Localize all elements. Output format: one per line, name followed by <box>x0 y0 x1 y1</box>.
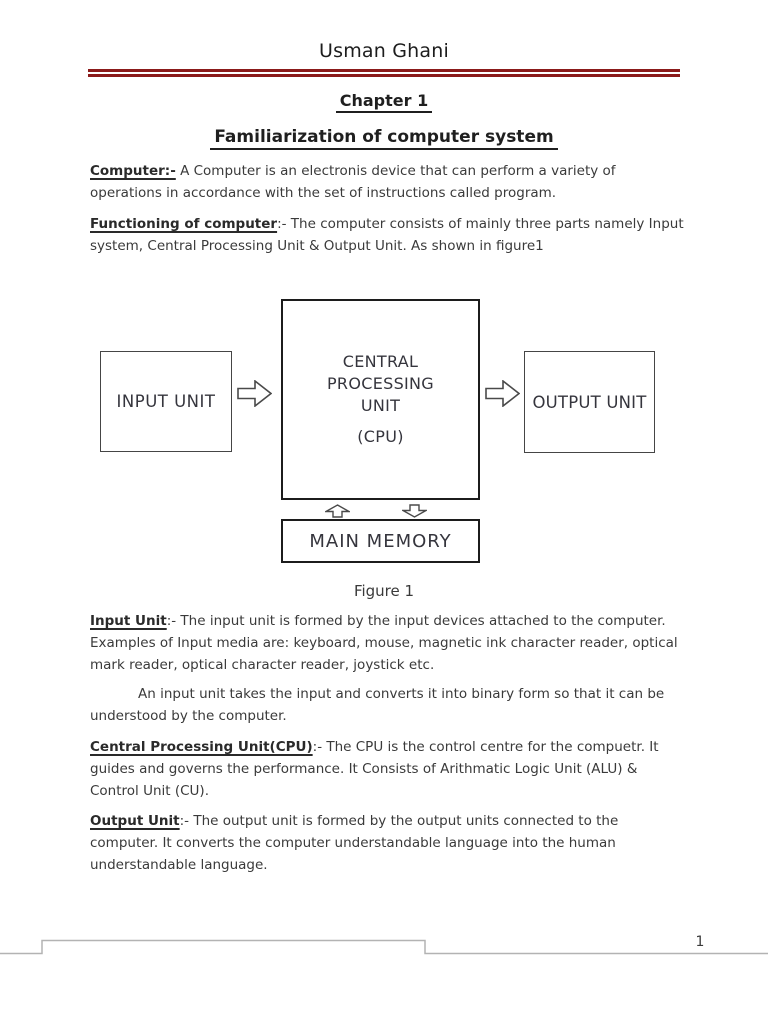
chapter-heading-text: Chapter 1 <box>335 91 433 113</box>
paragraph-output-unit-lead: Output Unit <box>90 813 180 829</box>
arrow-down-icon <box>402 504 427 518</box>
page-number: 1 <box>695 934 705 950</box>
diagram-output-unit-box: OUTPUT UNIT <box>524 351 655 453</box>
arrow-right-icon <box>485 380 520 407</box>
paragraph-computer: Computer:- A Computer is an electronis d… <box>90 160 690 204</box>
diagram-cpu-box: CENTRAL PROCESSING UNIT (CPU) <box>281 299 480 500</box>
paragraph-cpu: Central Processing Unit(CPU):- The CPU i… <box>90 736 690 802</box>
paragraph-input-unit-text: The input unit is formed by the input de… <box>90 613 678 673</box>
figure-caption: Figure 1 <box>353 582 415 600</box>
chapter-heading: Chapter 1 <box>0 91 768 113</box>
header-double-rule <box>88 69 680 77</box>
paragraph-computer-text: A Computer is an electronis device that … <box>90 163 616 201</box>
paragraph-output-unit: Output Unit:- The output unit is formed … <box>90 810 690 876</box>
paragraph-functioning: Functioning of computer:- The computer c… <box>90 213 690 257</box>
page-title-text: Familiarization of computer system <box>210 127 558 150</box>
paragraph-functioning-lead: Functioning of computer <box>90 216 278 232</box>
cpu-label-sub: (CPU) <box>357 427 404 446</box>
paragraph-cpu-sep: :- <box>312 739 323 755</box>
cpu-label-line1: CENTRAL <box>342 352 419 371</box>
paragraph-functioning-sep: :- <box>277 216 287 232</box>
paragraph-input-unit-lead: Input Unit <box>90 613 167 629</box>
diagram-input-unit-box: INPUT UNIT <box>100 351 232 452</box>
paragraph-output-unit-text: The output unit is formed by the output … <box>90 813 619 873</box>
cpu-label-line3: UNIT <box>360 396 401 415</box>
arrow-right-icon <box>237 380 272 407</box>
author-header: Usman Ghani <box>319 40 449 62</box>
arrow-up-icon <box>325 504 350 518</box>
input-unit-label: INPUT UNIT <box>116 392 216 411</box>
footer-step-rule <box>0 939 768 955</box>
diagram-main-memory-box: MAIN MEMORY <box>281 519 480 563</box>
paragraph-input-unit-continued: An input unit takes the input and conver… <box>90 686 665 724</box>
paragraph-computer-lead: Computer:- <box>90 163 176 179</box>
paragraph-output-unit-sep: :- <box>179 813 190 829</box>
paragraph-input-unit: Input Unit:- The input unit is formed by… <box>90 610 690 676</box>
main-memory-label: MAIN MEMORY <box>309 530 452 552</box>
paragraph-input-unit-sep: :- <box>166 613 177 629</box>
paragraph-functioning-text: The computer consists of mainly three pa… <box>90 216 684 254</box>
cpu-label-line2: PROCESSING <box>326 374 435 393</box>
paragraph-cpu-text: The CPU is the control centre for the co… <box>90 739 659 799</box>
page-title: Familiarization of computer system <box>0 127 768 150</box>
paragraph-cpu-lead: Central Processing Unit(CPU) <box>90 739 313 755</box>
output-unit-label: OUTPUT UNIT <box>532 392 647 412</box>
